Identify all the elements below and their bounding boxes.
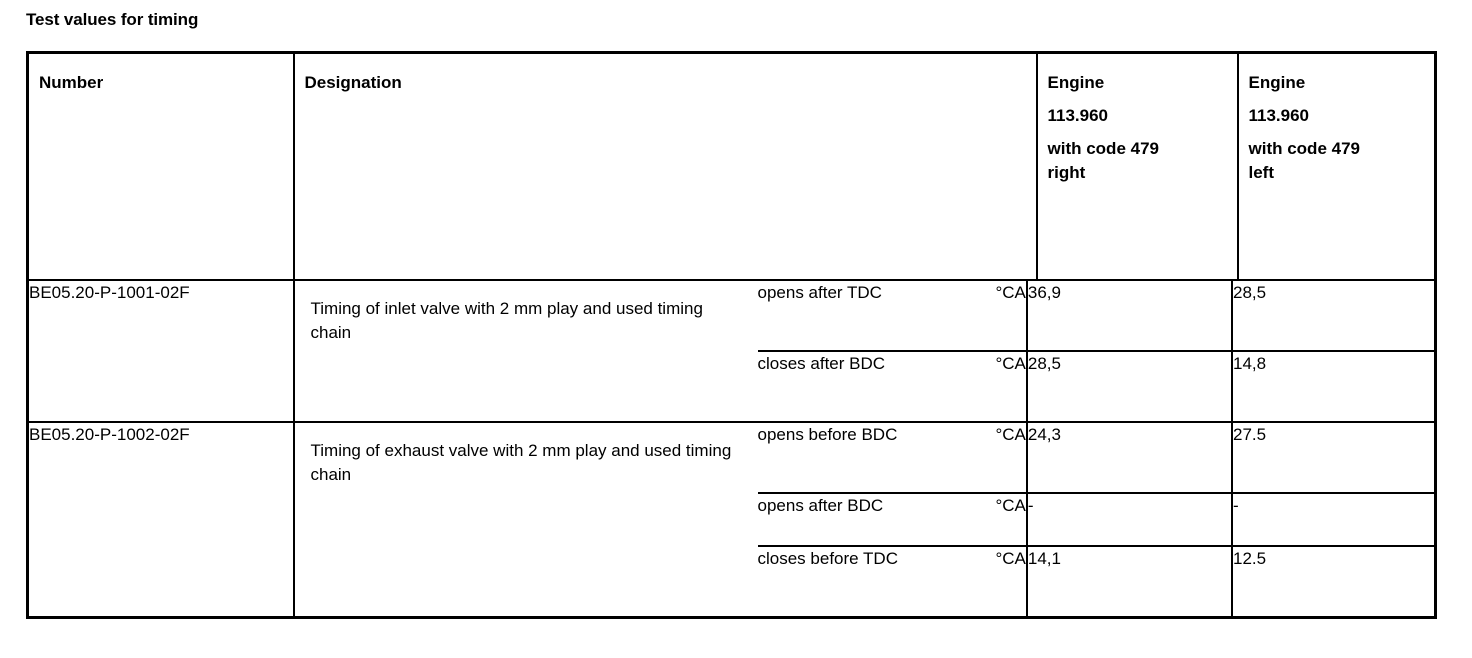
header-engine-right-line4: right bbox=[1047, 163, 1086, 182]
part-number: BE05.20-P-1001-02F bbox=[29, 283, 190, 302]
part-number: BE05.20-P-1002-02F bbox=[29, 425, 190, 444]
measurement-value-engine-right: 36,9 bbox=[1025, 281, 1232, 352]
measurement-label: opens after BDC bbox=[757, 493, 952, 547]
measurement-row: closes after BDC °CA 28,5 14,8 bbox=[758, 351, 1435, 421]
measurement-row: opens before BDC °CA 24,3 27.5 bbox=[757, 423, 1435, 494]
header-cell-engine-right: Engine 113.960 with code 479 right bbox=[1035, 52, 1238, 281]
header-engine-right-line1: Engine bbox=[1047, 73, 1105, 92]
measurement-label: opens after TDC bbox=[757, 281, 952, 352]
measurement-unit: °CA bbox=[951, 423, 1027, 494]
measurement-unit: °CA bbox=[951, 493, 1027, 547]
measurement-label: opens before BDC bbox=[757, 423, 952, 494]
header-engine-right-line3: with code 479 bbox=[1047, 139, 1159, 158]
header-cell-engine-left: Engine 113.960 with code 479 left bbox=[1236, 52, 1436, 281]
table-header-row: Number Designation Engine 113.960 with c… bbox=[27, 52, 1436, 281]
measurement-value-engine-left: 14,8 bbox=[1230, 351, 1435, 421]
measurement-value-engine-left: 28,5 bbox=[1230, 281, 1435, 352]
cell-number: BE05.20-P-1001-02F bbox=[27, 280, 294, 423]
cell-number: BE05.20-P-1002-02F bbox=[28, 422, 294, 618]
measurement-value-engine-right: - bbox=[1025, 493, 1232, 547]
cell-designation: Timing of inlet valve with 2 mm play and… bbox=[295, 281, 758, 421]
header-label-designation: Designation bbox=[304, 73, 402, 92]
header-engine-right-line2: 113.960 bbox=[1047, 106, 1109, 125]
measurement-value-engine-left: 27.5 bbox=[1230, 423, 1435, 494]
header-spacer bbox=[1048, 95, 1227, 104]
measurement-table: opens before BDC °CA 24,3 27.5 opens aft… bbox=[757, 423, 1435, 616]
header-engine-left-line4: left bbox=[1248, 163, 1275, 182]
header-cell-number: Number bbox=[27, 52, 294, 281]
measurement-group: opens before BDC °CA 24,3 27.5 opens aft… bbox=[757, 423, 1435, 616]
measurement-label: closes after BDC bbox=[757, 354, 886, 373]
cell-designation: Timing of exhaust valve with 2 mm play a… bbox=[295, 423, 758, 616]
measurement-value-engine-left: - bbox=[1230, 493, 1435, 547]
measurement-row: closes before TDC °CA 14,1 12.5 bbox=[758, 546, 1435, 616]
measurement-group: opens after TDC °CA 36,9 28,5 closes aft… bbox=[757, 281, 1435, 421]
header-spacer bbox=[1048, 128, 1227, 137]
header-cell-designation: Designation bbox=[292, 52, 1037, 281]
measurement-label: closes before TDC bbox=[757, 549, 898, 568]
timing-values-table: Number Designation Engine 113.960 with c… bbox=[26, 51, 1437, 619]
header-spacer bbox=[1249, 128, 1425, 137]
measurement-value-engine-left: 12.5 bbox=[1230, 546, 1435, 616]
measurement-row: opens after BDC °CA - - bbox=[757, 493, 1435, 547]
designation-text: Timing of exhaust valve with 2 mm play a… bbox=[310, 441, 732, 484]
measurement-unit: °CA bbox=[995, 354, 1026, 373]
measurement-value-engine-right: 14,1 bbox=[1025, 546, 1232, 616]
table-row: BE05.20-P-1002-02F Timing of exhaust val… bbox=[28, 422, 1436, 618]
header-label-number: Number bbox=[39, 73, 104, 92]
table-row: BE05.20-P-1001-02F Timing of inlet valve… bbox=[27, 280, 1436, 423]
cell-designation-and-measurements: Timing of exhaust valve with 2 mm play a… bbox=[292, 422, 1436, 618]
measurement-value-engine-right: 24,3 bbox=[1025, 423, 1232, 494]
header-engine-left-line3: with code 479 bbox=[1248, 139, 1360, 158]
header-spacer bbox=[1249, 95, 1425, 104]
header-engine-left-line1: Engine bbox=[1248, 73, 1306, 92]
measurement-value-engine-right: 28,5 bbox=[1025, 351, 1232, 421]
page-title: Test values for timing bbox=[26, 10, 199, 29]
cell-designation-and-measurements: Timing of inlet valve with 2 mm play and… bbox=[292, 280, 1436, 423]
header-engine-left-line2: 113.960 bbox=[1248, 106, 1310, 125]
measurement-unit: °CA bbox=[951, 281, 1027, 352]
measurement-table: opens after TDC °CA 36,9 28,5 closes aft… bbox=[757, 281, 1435, 421]
measurement-row: opens after TDC °CA 36,9 28,5 bbox=[757, 281, 1435, 352]
designation-text: Timing of inlet valve with 2 mm play and… bbox=[310, 299, 703, 342]
measurement-unit: °CA bbox=[995, 549, 1026, 568]
